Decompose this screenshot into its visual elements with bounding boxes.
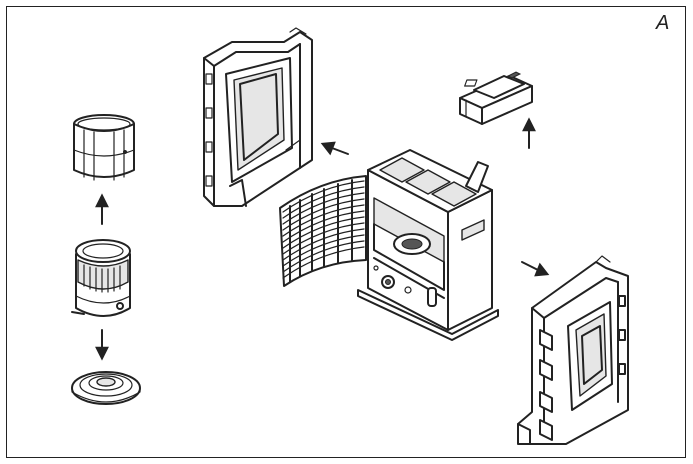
arrow-down-ring <box>95 329 109 361</box>
arrow-up-module <box>522 117 536 149</box>
upper-collar <box>73 114 135 181</box>
rear-grille <box>279 175 367 287</box>
top-module <box>459 71 533 125</box>
arrow-left-panel <box>320 141 349 156</box>
arrow-up-collar <box>95 193 109 225</box>
right-side-panel <box>517 255 629 445</box>
left-side-panel <box>203 27 313 207</box>
burner-cylinder <box>71 239 131 317</box>
panel-label: A <box>656 12 670 34</box>
heater-body <box>357 149 499 341</box>
base-ring <box>71 371 141 405</box>
arrow-right-panel <box>521 261 550 277</box>
